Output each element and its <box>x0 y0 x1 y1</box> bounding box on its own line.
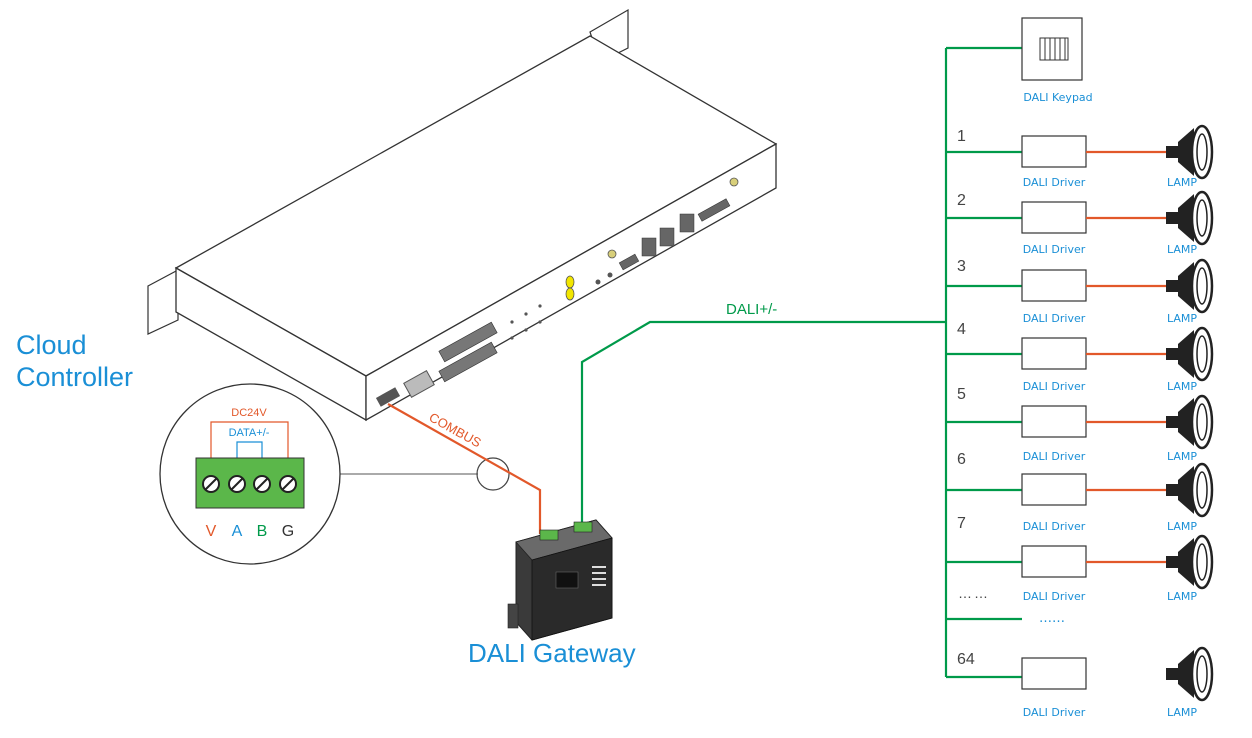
terminal-block-callout: DC24V DATA+/- V A B G <box>159 383 510 565</box>
dali-keypad: DALI Keypad <box>1021 17 1093 104</box>
pin-a-label: A <box>232 523 243 540</box>
channel-number: 7 <box>957 515 966 532</box>
dali-driver-label: DALI Driver <box>1023 450 1086 463</box>
lamp-icon <box>1166 258 1214 314</box>
channel-row: 5 DALI Driver LAMP <box>957 386 1214 463</box>
lamp-icon <box>1166 190 1214 246</box>
pin-v-label: V <box>206 523 217 540</box>
gateway-label: DALI Gateway <box>468 638 636 668</box>
lamp-label: LAMP <box>1167 706 1197 719</box>
dali-driver-label: DALI Driver <box>1023 176 1086 189</box>
lamp-label: LAMP <box>1167 176 1197 189</box>
channel-number: 6 <box>957 451 966 468</box>
channel-number: 5 <box>957 386 966 403</box>
dali-bus-tree <box>944 46 1022 679</box>
dali-bus-label: DALI+/- <box>726 301 777 318</box>
lamp-icon <box>1166 124 1214 180</box>
lamp-label: LAMP <box>1167 380 1197 393</box>
pin-g-label: G <box>282 523 294 540</box>
lamp-label: LAMP <box>1167 243 1197 256</box>
pin-b-label: B <box>257 523 268 540</box>
dali-driver-box <box>1021 337 1087 370</box>
lamp-label: LAMP <box>1167 590 1197 603</box>
dali-driver-label: DALI Driver <box>1023 380 1086 393</box>
terminal-screws <box>202 475 297 493</box>
dc24v-label: DC24V <box>231 407 267 419</box>
channel-row: 7 DALI Driver LAMP <box>957 515 1214 603</box>
driver-ellipsis: …… <box>1039 611 1065 626</box>
lamp-label: LAMP <box>1167 450 1197 463</box>
lamp-icon <box>1166 534 1214 590</box>
dali-bus-wire <box>580 320 946 532</box>
dali-driver-box <box>1021 269 1087 302</box>
channel-row: 1 DALI Driver LAMP <box>957 124 1214 189</box>
dali-driver-label: DALI Driver <box>1023 590 1086 603</box>
lamp-icon <box>1166 394 1214 450</box>
data-label: DATA+/- <box>229 427 270 439</box>
channel-number: 3 <box>957 258 966 275</box>
channel-number: 2 <box>957 192 966 209</box>
channel-row: 2 DALI Driver LAMP <box>957 190 1214 256</box>
dali-driver-box <box>1021 657 1087 690</box>
controller-label-line1: Cloud <box>16 330 87 360</box>
dali-driver-box <box>1021 405 1087 438</box>
cloud-controller-device <box>147 8 778 422</box>
channel-row: 3 DALI Driver LAMP <box>957 258 1214 325</box>
dali-gateway-device <box>507 519 613 641</box>
channel-ellipsis: …… <box>958 585 990 601</box>
channel-number: 1 <box>957 128 966 145</box>
dali-driver-box <box>1021 473 1087 506</box>
channel-number: 4 <box>957 321 966 338</box>
dali-driver-box <box>1021 545 1087 578</box>
channel-row: 6 DALI Driver LAMP <box>957 451 1214 533</box>
lamp-icon <box>1166 462 1214 518</box>
channel-row: 64 DALI Driver LAMP <box>957 646 1214 719</box>
lamp-label: LAMP <box>1167 312 1197 325</box>
channel-row: 4 DALI Driver LAMP <box>957 321 1214 393</box>
dali-driver-label: DALI Driver <box>1023 243 1086 256</box>
dali-driver-label: DALI Driver <box>1023 312 1086 325</box>
dali-driver-box <box>1021 135 1087 168</box>
lamp-label: LAMP <box>1167 520 1197 533</box>
callout-zoom-circle <box>476 457 510 491</box>
channel-number: 64 <box>957 651 975 668</box>
lamp-icon <box>1166 326 1214 382</box>
keypad-label: DALI Keypad <box>1023 91 1092 104</box>
keypad-icon <box>1039 37 1069 61</box>
dali-driver-label: DALI Driver <box>1023 520 1086 533</box>
lamp-icon <box>1166 646 1214 702</box>
dali-driver-label: DALI Driver <box>1023 706 1086 719</box>
dali-driver-box <box>1021 201 1087 234</box>
controller-label-line2: Controller <box>16 362 133 392</box>
combus-wire <box>387 403 542 534</box>
keypad-box <box>1021 17 1083 81</box>
